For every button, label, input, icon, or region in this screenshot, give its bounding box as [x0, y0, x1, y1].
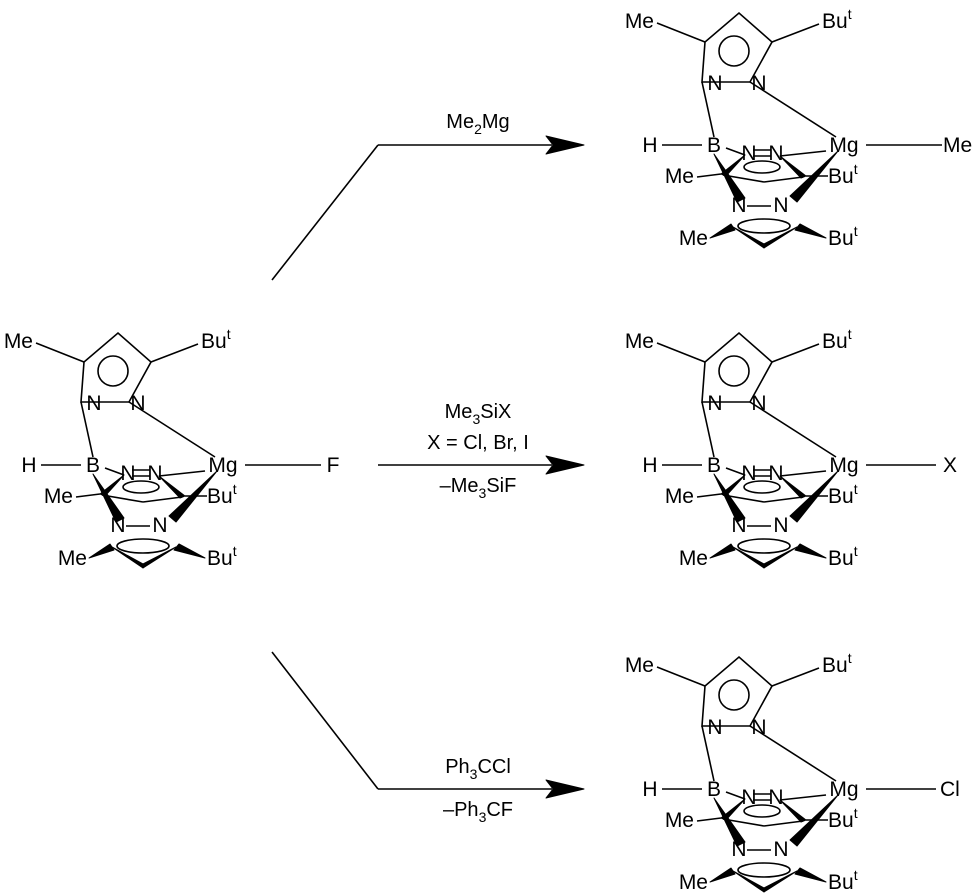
reaction-arrow-bottom: [271, 651, 585, 799]
product-halide-structure: X: [624, 325, 957, 571]
reaction-arrow-top: [271, 135, 585, 281]
condition-reagent-bottom: Ph3CCl: [445, 756, 511, 782]
reactant-structure: F: [3, 325, 340, 571]
condition-halides-middle: X = Cl, Br, I: [427, 432, 529, 454]
condition-byproduct-bottom: –Ph3CF: [443, 799, 513, 825]
reaction-arrow-middle: [378, 455, 585, 475]
product-methyl-structure: Me: [624, 5, 972, 251]
product-ligand-label: Me: [943, 134, 972, 157]
reactant-ligand-label: F: [327, 454, 340, 477]
condition-byproduct-middle: –Me3SiF: [440, 475, 517, 501]
product-ligand-label: Cl: [940, 778, 960, 801]
condition-reagent-middle: Me3SiX: [445, 401, 512, 427]
product-ligand-label: X: [943, 454, 957, 477]
product-chloride-structure: Cl: [624, 649, 960, 894]
condition-reagent-top: Me2Mg: [446, 111, 509, 137]
